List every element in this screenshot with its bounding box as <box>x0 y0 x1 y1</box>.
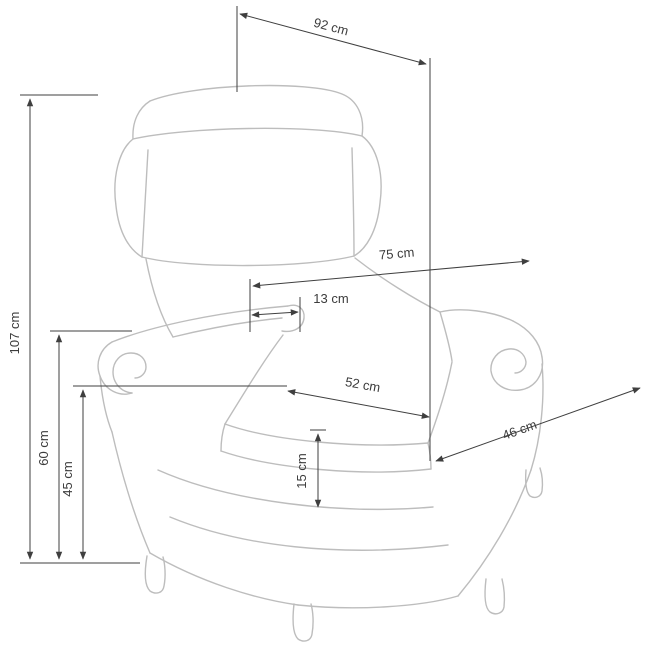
chair-right-wing-seam <box>351 147 355 257</box>
label-seat-height: 45 cm <box>60 461 75 496</box>
chair-seat-front-bottom <box>220 450 432 473</box>
chair-foot-front-left <box>144 555 166 594</box>
chair-left-arm-spiral <box>112 352 147 394</box>
label-total-height: 107 cm <box>7 312 22 355</box>
chair-base-bottom-right <box>297 595 459 609</box>
chair-right-arm-inner <box>439 311 453 362</box>
chair-left-arm-endcap <box>281 304 305 333</box>
chair-footrest-seam-2 <box>169 516 449 551</box>
chair-seat-left-end <box>220 423 226 452</box>
chair-back-seam <box>141 255 355 267</box>
arrow-depth <box>239 12 427 66</box>
label-armrest-height: 60 cm <box>36 430 51 465</box>
chair-left-wing <box>114 138 143 258</box>
chair-foot-front-center <box>292 603 314 642</box>
dimension-labels: 92 cm 107 cm 60 cm 45 cm 75 cm 13 cm 52 … <box>7 15 539 497</box>
label-footrest-height: 15 cm <box>294 453 309 488</box>
chair-base-left-edge <box>111 431 151 554</box>
chair-headrest-outline <box>149 84 364 137</box>
chair-right-arm-top <box>439 309 514 322</box>
chair-base-right-edge <box>457 469 532 597</box>
arrow-total-width <box>252 258 530 289</box>
chair-footrest-seam-1 <box>157 469 434 510</box>
chair-illustration <box>97 84 544 642</box>
arrow-seat-width <box>287 389 430 419</box>
label-seat-depth: 46 cm <box>500 417 538 443</box>
chair-seat-right-edge <box>427 361 453 444</box>
chair-left-arm-inner <box>172 317 283 338</box>
dimension-annotations <box>20 6 641 564</box>
chair-left-wing-seam <box>141 149 149 258</box>
chair-right-arm-outer <box>512 320 543 358</box>
chair-foot-front-right <box>484 578 506 615</box>
chair-wing-top-seam <box>132 127 363 140</box>
label-seat-width: 52 cm <box>344 374 381 395</box>
chair-back-left-edge <box>145 258 174 338</box>
chair-foot-rear-right <box>524 467 544 499</box>
chair-right-arm-scroll <box>490 348 544 391</box>
arrow-armrest-width <box>251 309 299 318</box>
chair-base-bottom-left <box>149 552 299 606</box>
chair-left-arm-front <box>99 375 113 433</box>
chair-seat-front-top <box>224 423 429 446</box>
chair-seat-left-edge <box>224 334 284 425</box>
chair-headrest-left <box>132 100 151 140</box>
arrow-seat-depth <box>435 387 641 462</box>
label-total-width: 75 cm <box>378 245 415 263</box>
chair-right-wing <box>353 135 382 257</box>
label-armrest-width: 13 cm <box>313 291 348 306</box>
chair-left-arm-top <box>111 305 289 343</box>
chair-back-right-edge <box>354 257 441 313</box>
